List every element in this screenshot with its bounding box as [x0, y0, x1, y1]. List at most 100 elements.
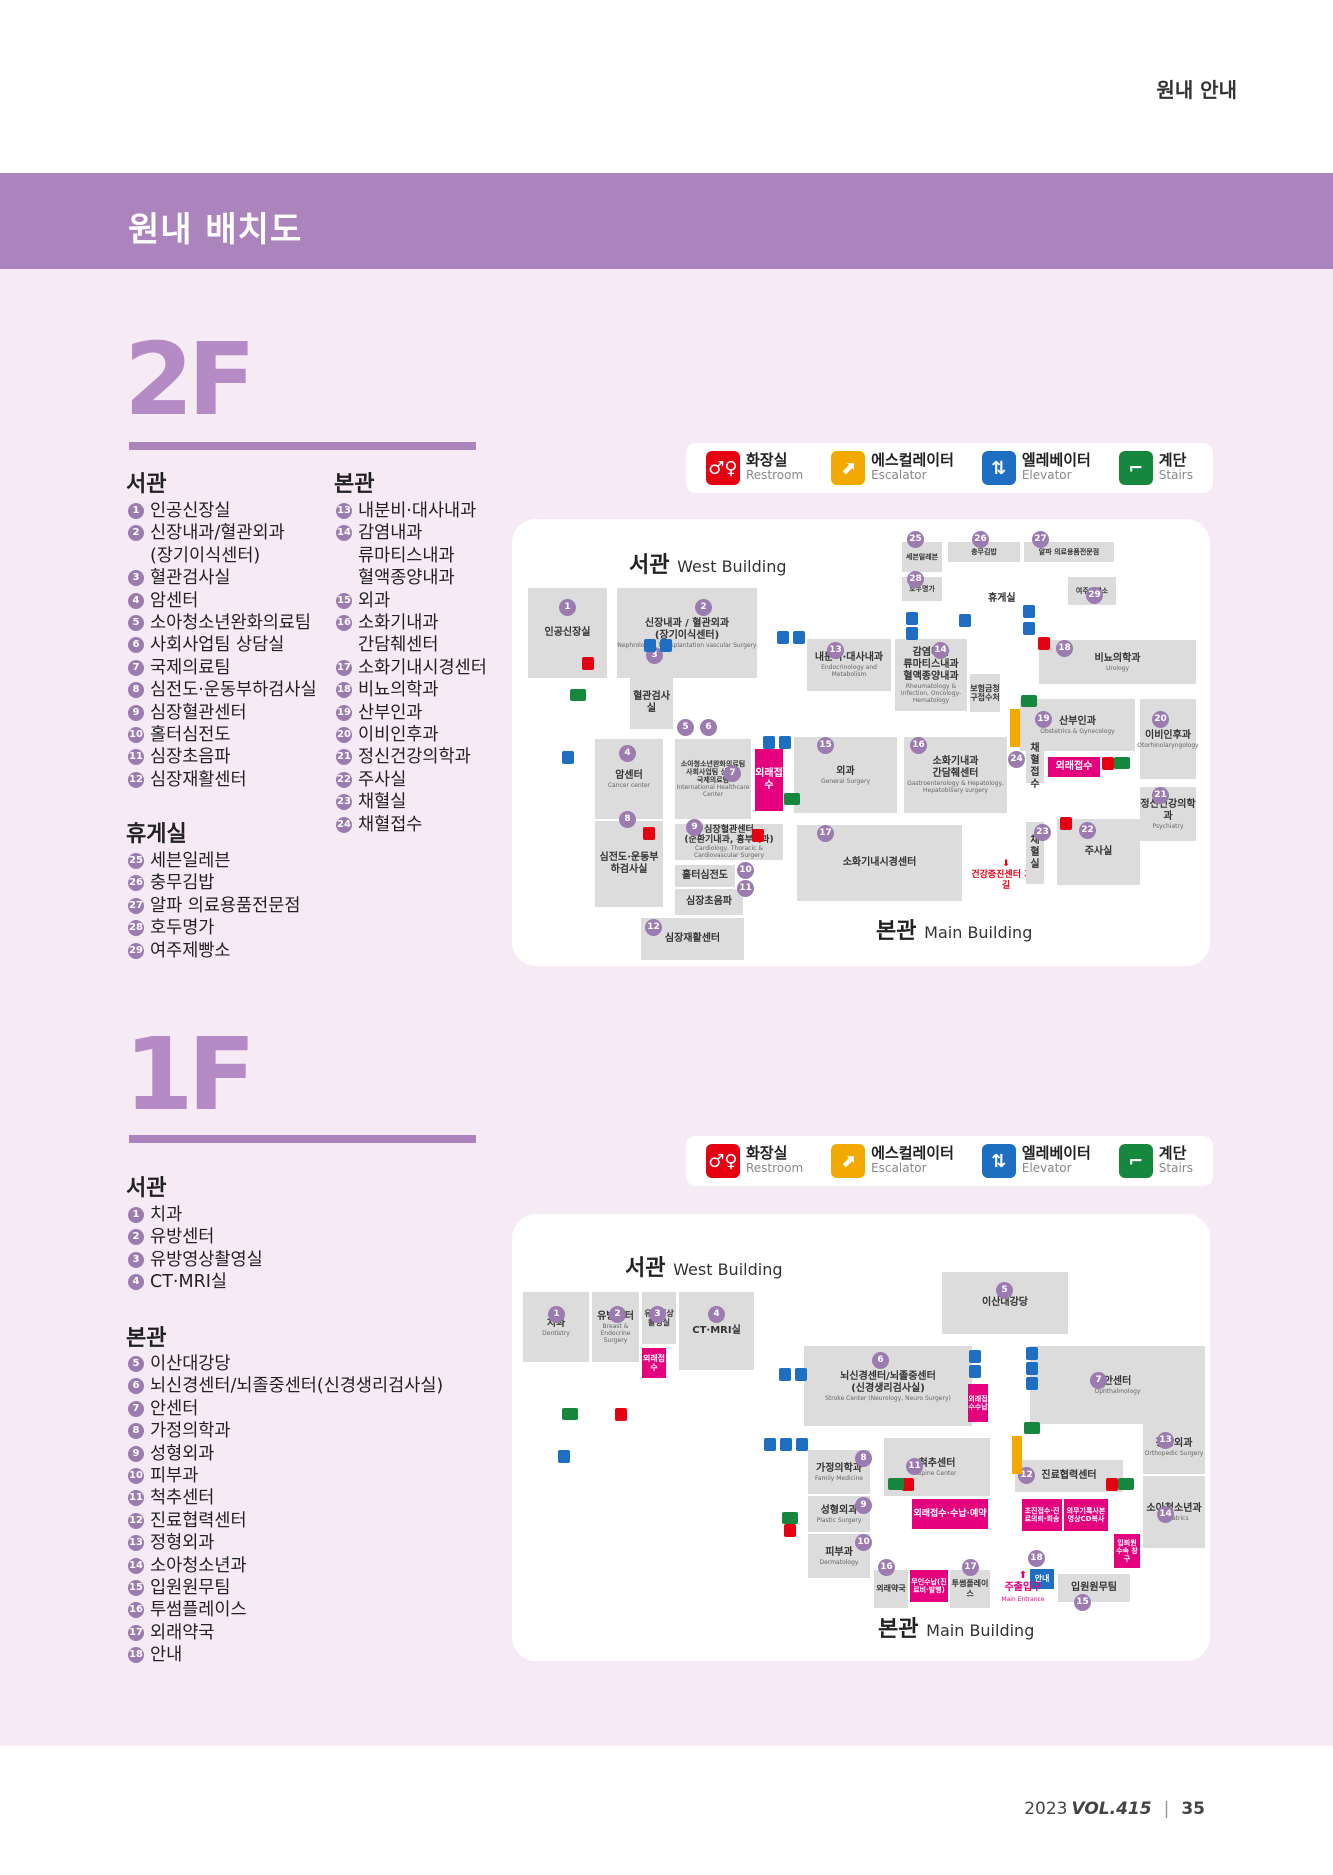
pin-2f-26: 26 [972, 531, 989, 548]
list-item-number: 12 [128, 1512, 144, 1529]
list-item-label: 외과 [358, 590, 391, 611]
room-2f-22: 주사실 [1057, 819, 1140, 885]
main-entrance-label: 주출입구 [1004, 1582, 1042, 1593]
room-1f-02: 유방센터Breast & Endocrine Surgery [592, 1292, 639, 1362]
room-2f-13-en: Endocrinology and Metabolism [821, 664, 877, 678]
pin-1f-15: 15 [1074, 1594, 1091, 1611]
room-2f-24-label: 채혈접수 [1030, 743, 1040, 790]
room-2f-08: 심전도·운동부하검사실 [595, 821, 663, 907]
room-2f-02: 신장내과 / 혈관외과(장기이식센터)Nephrology / Transpla… [617, 588, 757, 678]
room-1f-01-en: Dentistry [542, 1329, 570, 1337]
room-1f-06-en: Stroke Center (Neurology, Neuro Surgery) [825, 1394, 951, 1402]
list-item-number: 2 [128, 1229, 144, 1246]
map-1f-west-label: 서관 West Building [625, 1250, 782, 1282]
room-1f-16-kiosk-label: 무인수납(진료비·발행) [911, 1578, 947, 1594]
list-item-number: 16 [128, 1602, 144, 1619]
room-1f-06-outpatient: 외래접수수납 [968, 1384, 988, 1422]
room-2f-10-label: 홀터심전도 [682, 870, 728, 881]
pin-1f-03: 3 [649, 1306, 666, 1323]
list-item-number: 17 [336, 659, 352, 676]
restroom-icon [752, 829, 764, 842]
map-1f-main-ko: 본관 [878, 1617, 919, 1642]
list-item-number: 28 [128, 920, 144, 937]
pin-1f-11: 11 [906, 1458, 923, 1475]
room-1f-18: 안내 [1030, 1569, 1054, 1589]
map-2f: 서관 West Building 본관 Main Building 인공신장실 … [512, 519, 1210, 966]
room-1f-17: 투썸플레이스 [950, 1570, 990, 1608]
elevator-icon [795, 1368, 807, 1381]
list-item-number: 5 [128, 615, 144, 632]
footer-volume: VOL.415 [1071, 1799, 1152, 1819]
room-2f-16-sub: 간담췌센터 [932, 768, 979, 779]
list-item-label: 피부과 [150, 1466, 199, 1487]
room-1f-12-records-label: 의무기록사본 영상CD복사 [1066, 1507, 1106, 1523]
footer-separator: | [1163, 1799, 1170, 1819]
list-item: (장기이식센터) [128, 545, 338, 567]
elevator-icon [796, 1438, 808, 1451]
room-1f-12-admission: 입퇴원 수속 창구 [1114, 1534, 1140, 1568]
legend-elevator-en: Elevator [1021, 1161, 1072, 1175]
list-item-label: 여주제빵소 [150, 940, 231, 961]
room-2f-07-label: 국제의료팀 [696, 776, 730, 784]
map-2f-west-en: West Building [677, 557, 787, 576]
room-2f-02-label: 신장내과 / 혈관외과 [644, 617, 730, 629]
list-item-label: 정신건강의학과 [358, 747, 471, 768]
room-1f-15: 입원원무팀 [1058, 1574, 1130, 1602]
room-2f-14-en: Rheumatology & Infection, Oncology-Hemat… [900, 682, 962, 704]
stairs-icon [782, 1512, 798, 1524]
room-2f-14-label: 감염내과 [912, 646, 950, 658]
room-2f-18-en: Urology [1105, 664, 1130, 672]
list-item-label: 주사실 [358, 769, 407, 790]
stairs-icon [562, 1408, 578, 1420]
list-item-label: 알파 의료용품전문점 [150, 895, 301, 916]
room-1f-16-label: 외래약국 [876, 1584, 906, 1593]
stairs-icon [1024, 1422, 1040, 1434]
elevator-icon [793, 631, 805, 644]
list-item-label: 채혈접수 [358, 814, 423, 835]
list-item-label: 안내 [150, 1645, 183, 1666]
pin-2f-21: 21 [1152, 787, 1169, 804]
elevator-icon [969, 1350, 981, 1363]
elevator-icon [969, 1365, 981, 1378]
list-item-number: 18 [128, 1647, 144, 1664]
list-item-number: 24 [336, 816, 352, 833]
pin-2f-11: 11 [737, 880, 754, 897]
list-item-number: 11 [128, 1490, 144, 1507]
list-item-label: 안센터 [150, 1398, 199, 1419]
floor-rule-2f [129, 442, 476, 450]
list-item: 18 안내 [128, 1644, 478, 1666]
legend-elevator-label: 엘레베이터 [1021, 1144, 1091, 1162]
list-item-label: 간담췌센터 [358, 635, 439, 656]
list-item-number: 14 [128, 1557, 144, 1574]
list-title-1f-main: 본관 [126, 1326, 167, 1351]
pin-2f-02: 2 [695, 599, 712, 616]
list-item-label: 투썸플레이스 [150, 1600, 247, 1621]
list-item-number: 15 [128, 1580, 144, 1597]
elevator-icon [906, 612, 918, 625]
list-item-label: 이산대강당 [150, 1354, 231, 1374]
pin-2f-24: 24 [1008, 751, 1025, 768]
restroom-icon: ♂♀ [705, 1144, 740, 1178]
list-item-label: 진료협력센터 [150, 1510, 247, 1531]
room-1f-12-admission-label: 입퇴원 수속 창구 [1116, 1539, 1138, 1563]
list-item-label: 이비인후과 [358, 725, 439, 746]
stairs-icon [570, 689, 586, 701]
floor-rule-1f [129, 1135, 476, 1143]
restroom-icon: ♂♀ [705, 451, 740, 485]
list-item-label: 혈관검사실 [150, 568, 231, 589]
down-arrow-icon: ⬇ [1002, 859, 1010, 869]
list-item-label: 외래약국 [150, 1622, 215, 1643]
